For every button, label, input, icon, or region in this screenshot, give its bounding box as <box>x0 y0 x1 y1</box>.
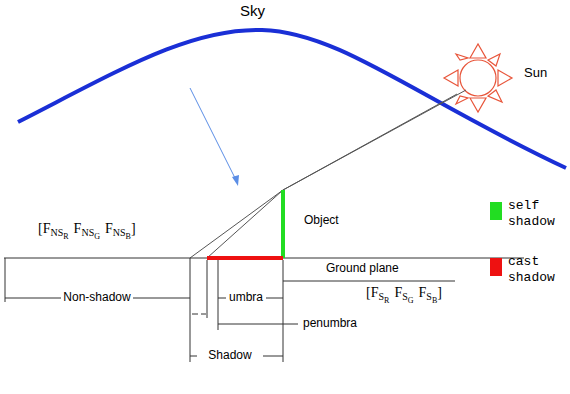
umbra-label: umbra <box>227 291 265 304</box>
formula-symbol: F <box>43 221 51 236</box>
color-vector: [FNSRFNSGFNSB] <box>38 222 136 241</box>
formula-symbol: [ <box>38 221 43 236</box>
ground-label: Ground plane <box>326 262 399 275</box>
sun-label: Sun <box>524 66 547 80</box>
formula-symbol: F <box>74 221 82 236</box>
object-label: Object <box>304 214 339 227</box>
formula-symbol: NS <box>113 227 126 238</box>
arrow-head <box>232 175 239 186</box>
formula-symbol: S <box>378 291 384 302</box>
sun-ray <box>190 94 457 258</box>
sky-label: Sky <box>240 3 265 20</box>
formula-symbol: NS <box>81 227 94 238</box>
ground-line <box>4 258 524 259</box>
formula-symbol: B <box>432 296 437 305</box>
formula-symbol: F <box>419 285 427 300</box>
sun-symbol <box>444 44 512 112</box>
formula-symbol: R <box>63 232 68 241</box>
legend-swatch <box>490 258 502 276</box>
object-self-shadow <box>281 190 285 258</box>
legend-text: cast shadow <box>508 254 566 287</box>
formula-symbol: ] <box>131 221 136 236</box>
formula-symbol: R <box>384 296 389 305</box>
formula-symbol: [ <box>366 285 371 300</box>
formula-symbol: S <box>402 291 408 302</box>
sun-ray <box>207 90 466 258</box>
formula-symbol: F <box>371 285 379 300</box>
non-shadow-label: Non-shadow <box>61 291 132 304</box>
cast-shadow <box>207 256 283 260</box>
color-vector: [FSRFSGFSB] <box>366 286 442 305</box>
sky-arc <box>18 30 566 168</box>
penumbra-label: penumbra <box>303 317 357 330</box>
formula-symbol: NS <box>50 227 63 238</box>
formula-symbol: G <box>94 232 100 241</box>
dimension-lines <box>5 258 455 362</box>
formula-symbol: B <box>126 232 131 241</box>
shadow-label: Shadow <box>206 349 253 362</box>
formula-symbol: S <box>426 291 432 302</box>
legend-text: self shadow <box>508 198 566 231</box>
formula-symbol: G <box>408 296 414 305</box>
formula-symbol: F <box>394 285 402 300</box>
formula-symbol: F <box>105 221 113 236</box>
legend-swatch <box>490 202 502 220</box>
sky-light-arrow <box>190 88 236 180</box>
formula-symbol: ] <box>437 285 442 300</box>
